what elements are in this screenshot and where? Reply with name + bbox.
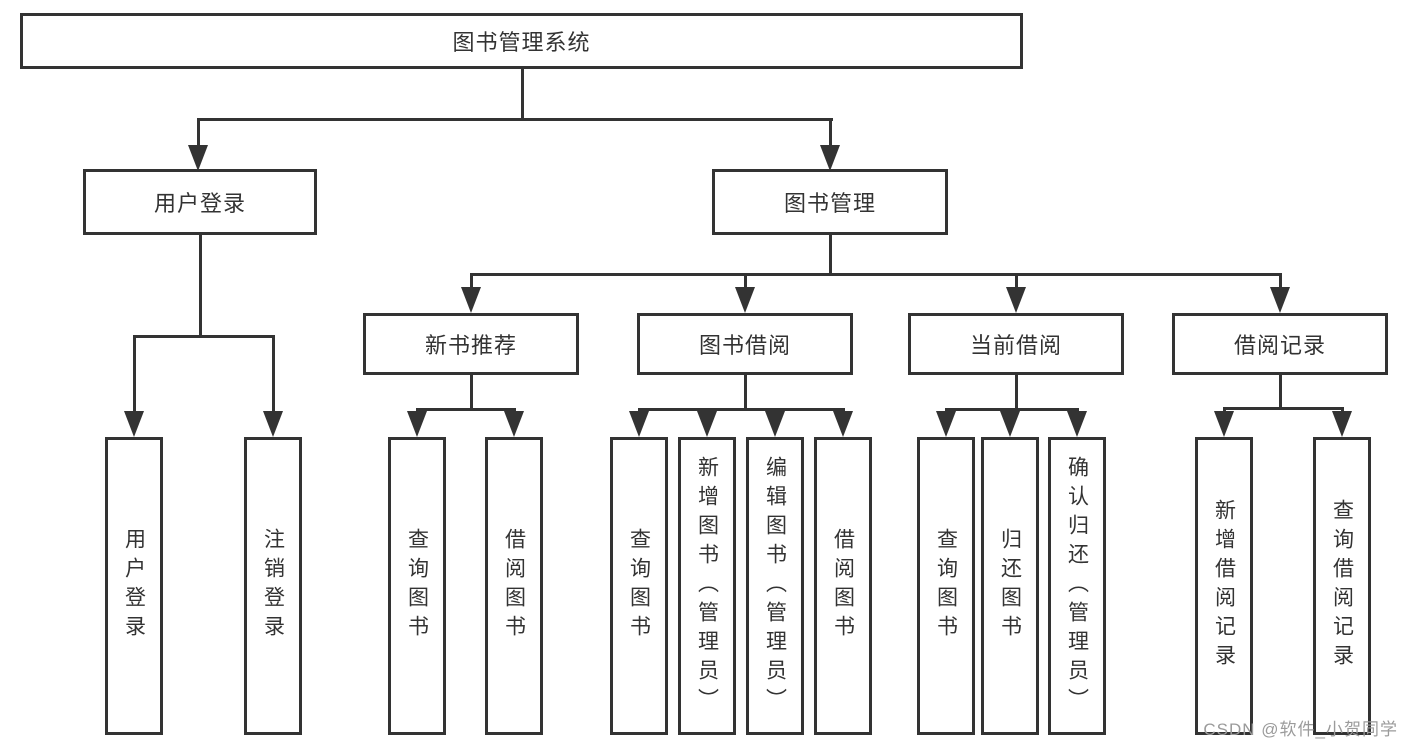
node-label: 借阅图书 <box>502 528 526 644</box>
arrow-down-icon <box>1214 411 1234 437</box>
arrow-down-icon <box>833 411 853 437</box>
arrow-down-icon <box>1270 287 1290 313</box>
node-leaf-add-books-admin: 新增图书（管理员） <box>678 437 736 735</box>
connector-user-drop-1 <box>133 335 136 412</box>
node-leaf-logout: 注销登录 <box>244 437 302 735</box>
node-leaf-query-books-2: 查询图书 <box>610 437 668 735</box>
node-leaf-user-login: 用户登录 <box>105 437 163 735</box>
arrow-down-icon <box>735 287 755 313</box>
node-label: 查询图书 <box>934 528 958 644</box>
connector-g2-stem <box>744 375 747 408</box>
node-label: 查询图书 <box>627 528 651 644</box>
node-book-management: 图书管理 <box>712 169 948 235</box>
connector-g3-bar <box>945 408 1079 411</box>
connector-root-right-drop <box>829 118 832 148</box>
node-label: 查询借阅记录 <box>1330 499 1354 673</box>
node-label: 查询图书 <box>405 528 429 644</box>
connector-user-bar <box>133 335 275 338</box>
connector-book-drop-3 <box>1015 273 1018 291</box>
node-leaf-add-borrow-record: 新增借阅记录 <box>1195 437 1253 735</box>
node-new-book-recommend: 新书推荐 <box>363 313 579 375</box>
node-label: 注销登录 <box>261 528 285 644</box>
node-leaf-query-books-3: 查询图书 <box>917 437 975 735</box>
node-label: 新增图书（管理员） <box>695 455 719 717</box>
connector-book-drop-2 <box>744 273 747 291</box>
connector-root-bar <box>197 118 833 121</box>
connector-g3-stem <box>1015 375 1018 408</box>
connector-root-stem <box>521 68 524 118</box>
arrow-down-icon <box>765 411 785 437</box>
node-current-borrow: 当前借阅 <box>908 313 1124 375</box>
arrow-down-icon <box>936 411 956 437</box>
arrow-down-icon <box>697 411 717 437</box>
node-library-management-system: 图书管理系统 <box>20 13 1023 69</box>
arrow-down-icon <box>820 145 840 171</box>
connector-g2-bar <box>638 408 845 411</box>
node-label: 新增借阅记录 <box>1212 499 1236 673</box>
node-label: 归还图书 <box>998 528 1022 644</box>
node-label: 确认归还（管理员） <box>1065 455 1089 717</box>
node-leaf-borrow-books-2: 借阅图书 <box>814 437 872 735</box>
connector-g4-bar <box>1223 407 1344 410</box>
connector-book-bar <box>470 273 1282 276</box>
node-leaf-borrow-books-1: 借阅图书 <box>485 437 543 735</box>
node-label: 借阅图书 <box>831 528 855 644</box>
connector-g1-bar <box>416 408 516 411</box>
csdn-watermark: CSDN @软件_小贺同学 <box>1203 720 1398 739</box>
node-leaf-query-borrow-record: 查询借阅记录 <box>1313 437 1371 735</box>
connector-book-drop-4 <box>1279 273 1282 291</box>
node-leaf-confirm-return-admin: 确认归还（管理员） <box>1048 437 1106 735</box>
connector-book-drop-1 <box>470 273 473 291</box>
connector-root-left-drop <box>197 118 200 148</box>
node-borrow-records: 借阅记录 <box>1172 313 1388 375</box>
connector-user-stem <box>199 235 202 335</box>
arrow-down-icon <box>1000 411 1020 437</box>
arrow-down-icon <box>263 411 283 437</box>
connector-g4-stem <box>1279 375 1282 407</box>
connector-book-stem <box>829 235 832 273</box>
arrow-down-icon <box>504 411 524 437</box>
node-book-borrow: 图书借阅 <box>637 313 853 375</box>
arrow-down-icon <box>1006 287 1026 313</box>
node-leaf-return-books: 归还图书 <box>981 437 1039 735</box>
node-label: 用户登录 <box>122 528 146 644</box>
arrow-down-icon <box>1067 411 1087 437</box>
arrow-down-icon <box>629 411 649 437</box>
arrow-down-icon <box>1332 411 1352 437</box>
connector-user-drop-2 <box>272 335 275 412</box>
connector-g1-stem <box>470 375 473 408</box>
arrow-down-icon <box>124 411 144 437</box>
arrow-down-icon <box>407 411 427 437</box>
node-user-login: 用户登录 <box>83 169 317 235</box>
node-leaf-query-books-1: 查询图书 <box>388 437 446 735</box>
node-label: 编辑图书（管理员） <box>763 455 787 717</box>
node-leaf-edit-books-admin: 编辑图书（管理员） <box>746 437 804 735</box>
arrow-down-icon <box>188 145 208 171</box>
arrow-down-icon <box>461 287 481 313</box>
